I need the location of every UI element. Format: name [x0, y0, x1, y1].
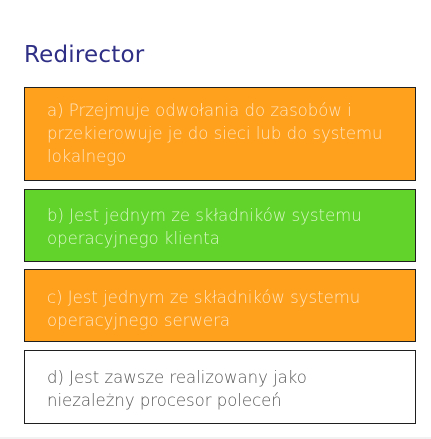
question-title: Redirector	[24, 42, 145, 68]
answer-option-b[interactable]: b) Jest jednym ze składników systemu ope…	[24, 189, 416, 262]
bottom-divider	[0, 437, 431, 439]
answer-option-a[interactable]: a) Przejmuje odwołania do zasobów i prze…	[24, 87, 416, 181]
answer-options: a) Przejmuje odwołania do zasobów i prze…	[24, 87, 416, 424]
answer-option-c[interactable]: c) Jest jednym ze składników systemu ope…	[24, 269, 416, 342]
answer-option-d[interactable]: d) Jest zawsze realizowany jako niezależ…	[24, 350, 416, 424]
